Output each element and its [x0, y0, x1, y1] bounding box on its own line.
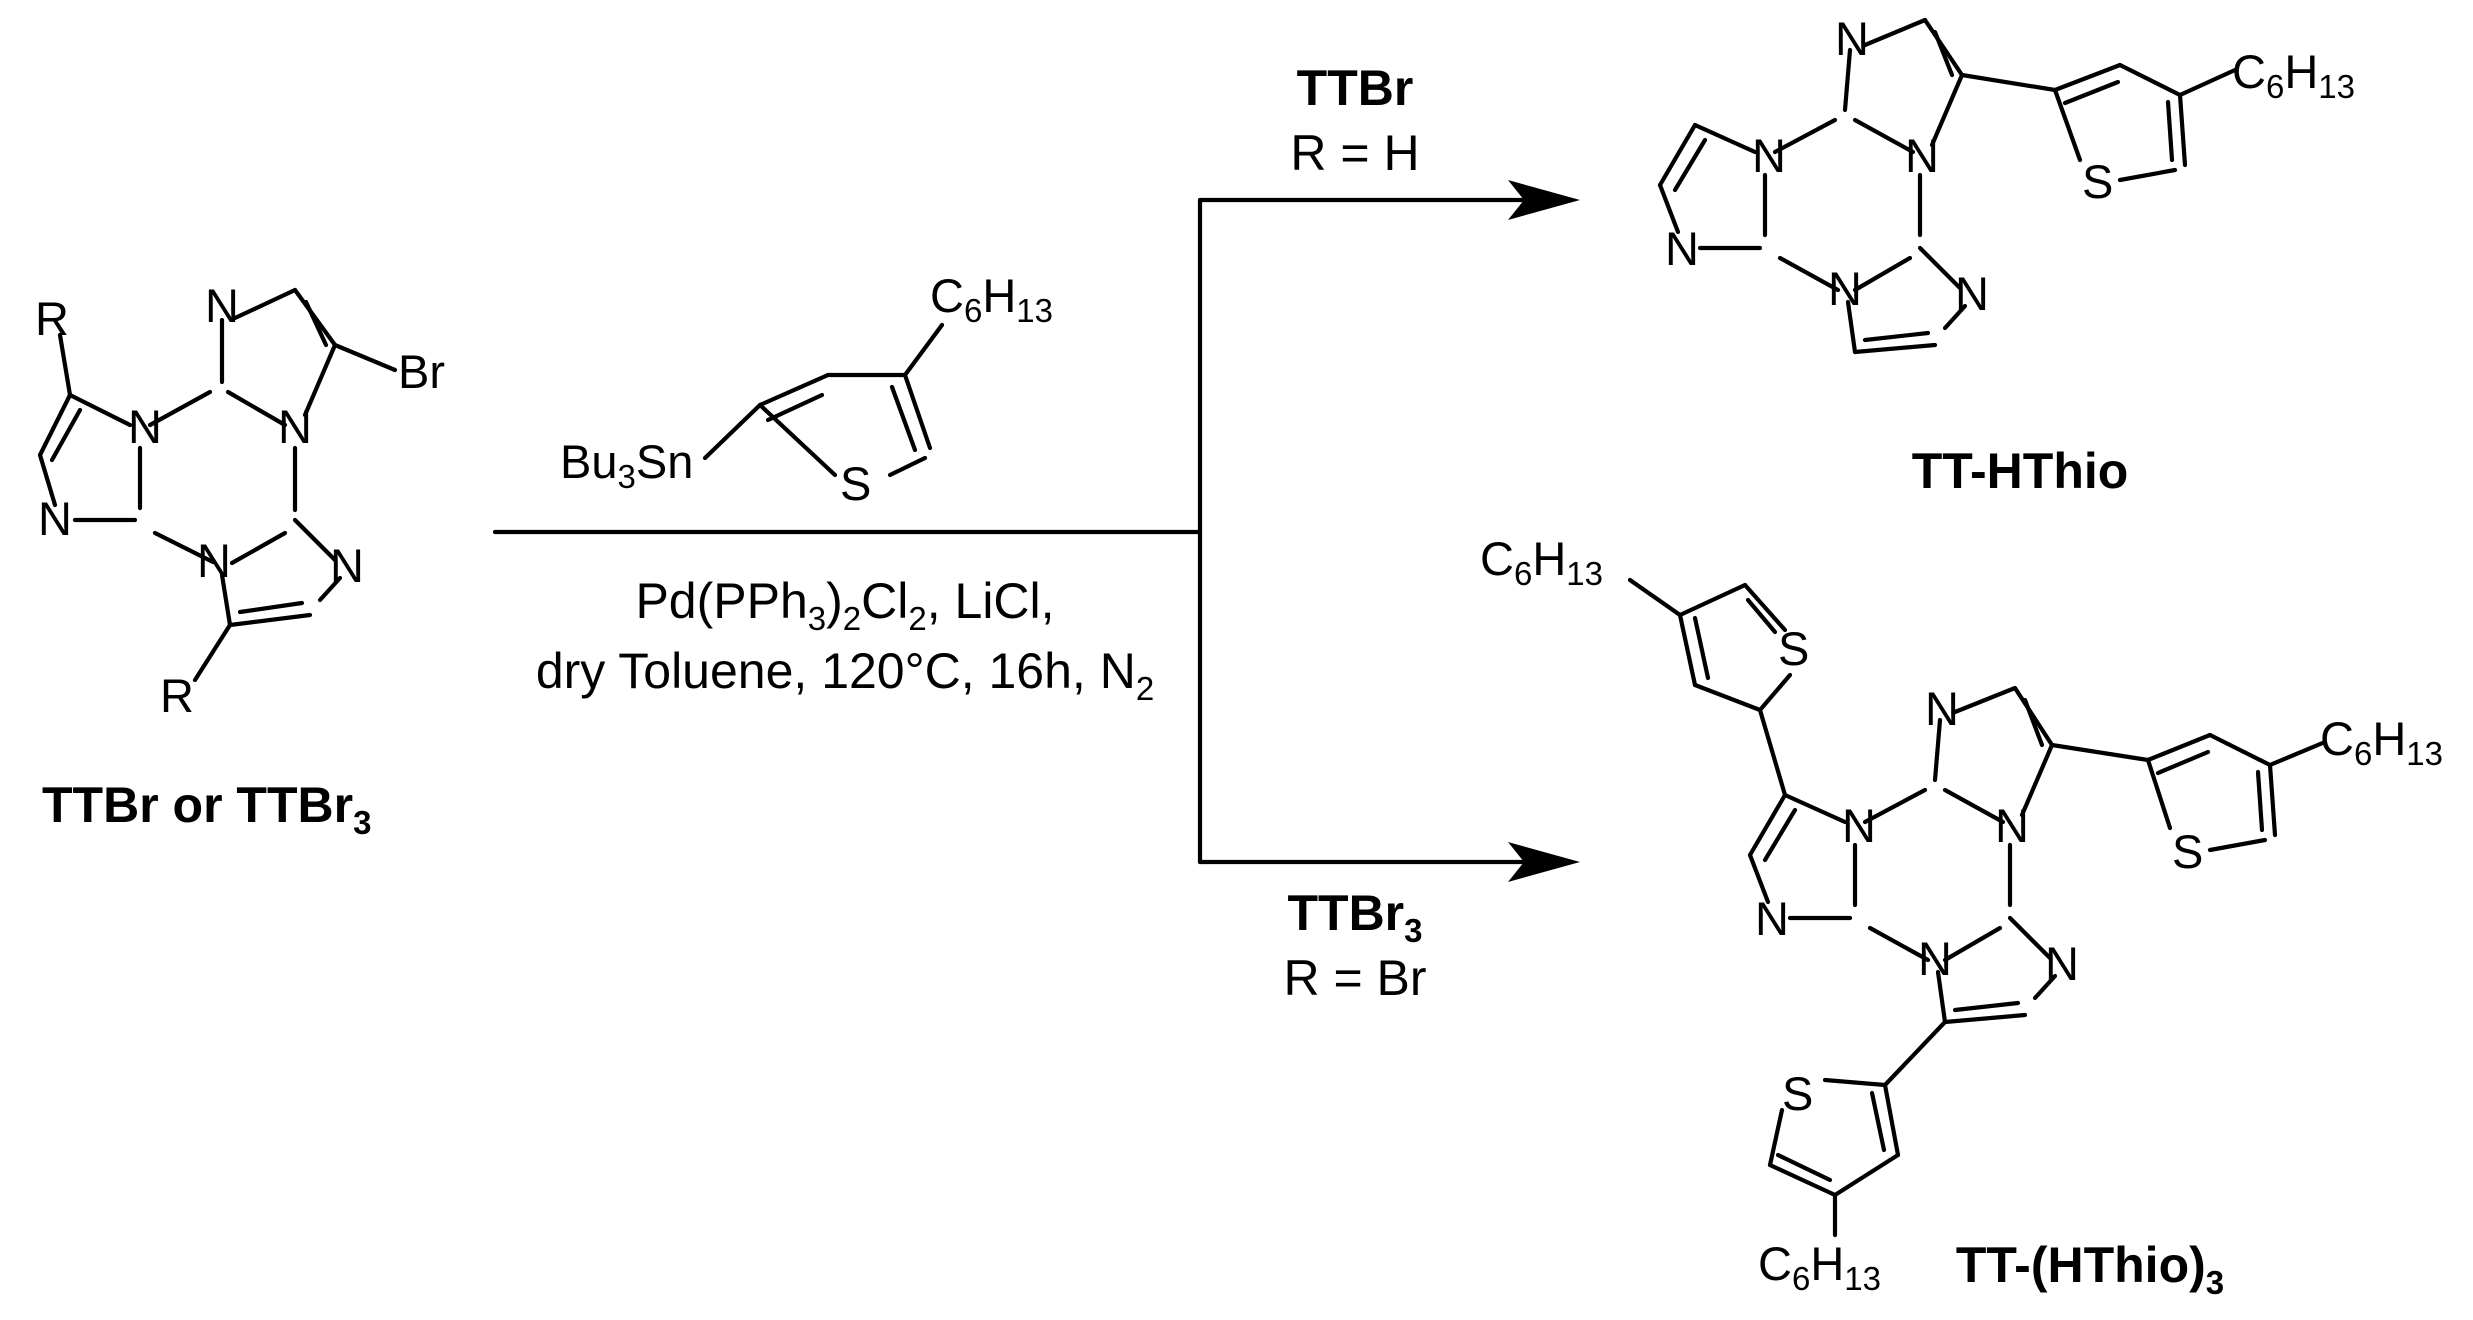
arrowhead-lower [1508, 842, 1580, 882]
upper-branch-name: TTBr [1297, 60, 1414, 116]
product-2-n-left: N [1842, 799, 1876, 852]
lower-branch-name: TTBr3 [1287, 885, 1422, 949]
reactant-br: Br [398, 345, 445, 398]
product-2-hexyl-right: C6H13 [2320, 712, 2443, 772]
conditions-line-2: dry Toluene, 120°C, 16h, N2 [536, 643, 1154, 707]
product-2-n-top: N [1925, 682, 1959, 735]
product-1-label: TT-HThio [1912, 443, 2129, 499]
conditions-line-1: Pd(PPh3)2Cl2, LiCl, [635, 573, 1054, 637]
product-2-n-bottom: N [1918, 932, 1952, 985]
reactant-r-bottom: R [160, 669, 194, 722]
product-2-hexyl-upper: C6H13 [1480, 532, 1603, 592]
reactant-n-lower-right: N [330, 539, 364, 592]
reactant-n-bottom: N [197, 534, 231, 587]
reactant-r-top: R [35, 292, 69, 345]
product-1-structure: N N N N N N S [1657, 12, 2238, 355]
product-1-n-top: N [1835, 12, 1869, 65]
reactant-n-lower-left: N [38, 492, 72, 545]
product-2-structure: N N N N N N S S S [1627, 577, 2328, 1238]
reagent-stannyl: Bu3Sn [560, 435, 693, 495]
product-1-hexyl: C6H13 [2232, 45, 2355, 105]
reactant-n-right: N [278, 400, 312, 453]
product-1-n-right: N [1905, 129, 1939, 182]
reactant-n-top: N [205, 279, 239, 332]
reactant-label: TTBr or TTBr3 [42, 777, 371, 841]
product-2-sulfur-right: S [2172, 825, 2203, 878]
product-2-sulfur-upper: S [1778, 622, 1809, 675]
product-2-sulfur-bottom: S [1782, 1067, 1813, 1120]
product-2-n-right: N [1995, 799, 2029, 852]
product-1-n-lower-left: N [1665, 222, 1699, 275]
reagent-sulfur: S [840, 457, 871, 510]
product-2-label: TT-(HThio)3 [1956, 1237, 2224, 1301]
reagent-hexyl: C6H13 [930, 269, 1053, 329]
product-2-n-lower-right: N [2045, 937, 2079, 990]
product-2-hexyl-bottom: C6H13 [1758, 1237, 1881, 1297]
product-1-n-lower-right: N [1955, 267, 1989, 320]
product-1-sulfur: S [2082, 155, 2113, 208]
product-2-n-lower-left: N [1755, 892, 1789, 945]
product-1-n-left: N [1752, 129, 1786, 182]
reactant-n-left: N [128, 400, 162, 453]
upper-branch-condition: R = H [1290, 125, 1419, 181]
lower-branch-condition: R = Br [1283, 950, 1426, 1006]
reaction-arrow [492, 180, 1580, 882]
product-1-n-bottom: N [1828, 262, 1862, 315]
reactant-structure: N N N N N N R R Br [35, 279, 445, 722]
arrowhead-upper [1508, 180, 1580, 220]
reagent-structure: S [702, 322, 945, 510]
